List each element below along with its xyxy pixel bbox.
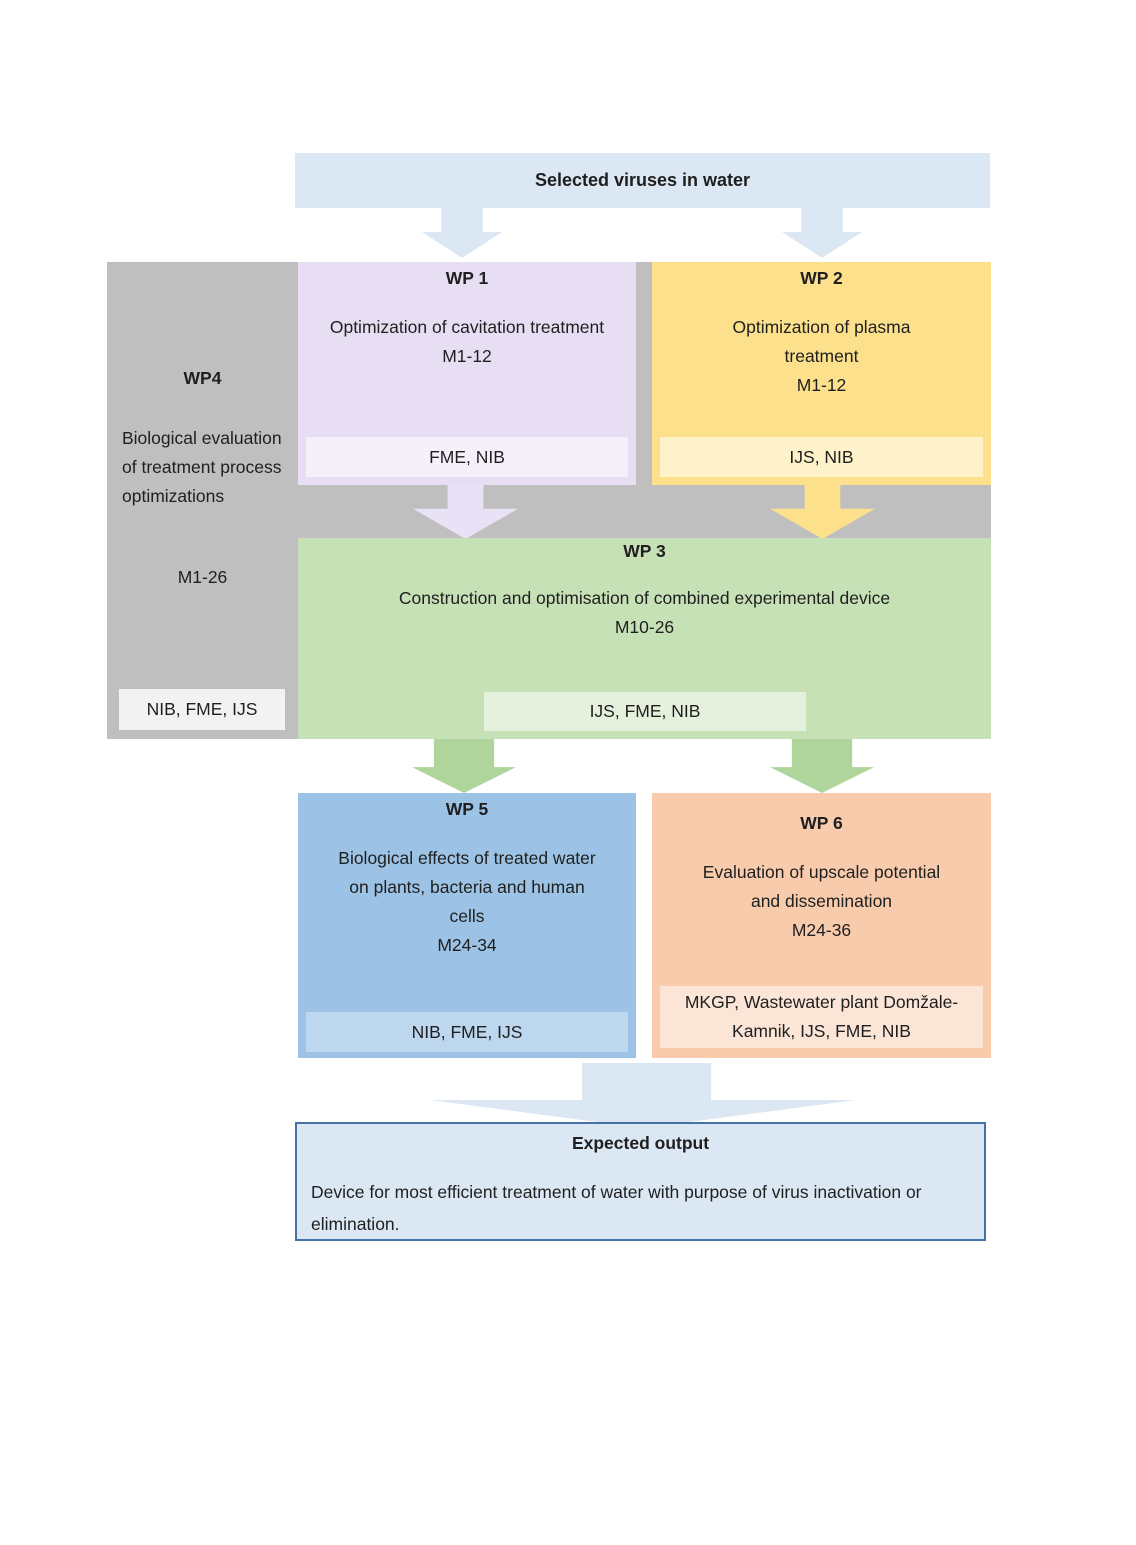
wp3-title: WP 3 bbox=[623, 541, 666, 561]
expected-output-title: Expected output bbox=[571, 1133, 710, 1153]
wp2-title: WP 2 bbox=[800, 268, 843, 288]
wp5-partners-label: NIB, FME, IJS bbox=[306, 1012, 628, 1052]
wp1-title: WP 1 bbox=[445, 268, 489, 288]
wp6-description: Evaluation of upscale potential and diss… bbox=[702, 862, 941, 911]
arrow-down-icon bbox=[782, 208, 862, 258]
wp4-title: WP4 bbox=[183, 368, 222, 388]
wp1-description: Optimization of cavitation treatment bbox=[329, 317, 605, 337]
arrow-down-icon bbox=[770, 739, 874, 793]
wp4-partners-label: NIB, FME, IJS bbox=[119, 689, 285, 730]
wp3-description: Construction and optimisation of combine… bbox=[398, 588, 891, 608]
wp5-title: WP 5 bbox=[445, 799, 489, 819]
arrow-down-icon bbox=[422, 208, 502, 258]
wp5-months: M24-34 bbox=[437, 935, 497, 955]
expected-output-box: Expected output Device for most efficien… bbox=[295, 1122, 986, 1241]
wp6-months: M24-36 bbox=[791, 920, 852, 940]
expected-output-description: Device for most efficient treatment of w… bbox=[311, 1182, 922, 1234]
wp2-partners-label: IJS, NIB bbox=[660, 437, 983, 477]
wp3-partners-label: IJS, FME, NIB bbox=[484, 692, 806, 731]
wp1-months: M1-12 bbox=[442, 346, 492, 366]
banner-selected-viruses: Selected viruses in water bbox=[295, 153, 990, 208]
wp4-months: M1-26 bbox=[177, 567, 228, 587]
wp2-months: M1-12 bbox=[796, 375, 847, 395]
wp3-months: M10-26 bbox=[614, 617, 675, 637]
wp4-description: Biological evaluation of treatment proce… bbox=[122, 428, 282, 506]
banner-label: Selected viruses in water bbox=[534, 170, 751, 190]
arrow-down-icon bbox=[430, 1063, 856, 1128]
wp6-title: WP 6 bbox=[800, 813, 843, 833]
wp2-description: Optimization of plasma treatment bbox=[732, 317, 911, 366]
wp1-partners-label: FME, NIB bbox=[306, 437, 628, 477]
arrow-down-icon bbox=[412, 739, 516, 793]
wp6-partners-label: MKGP, Wastewater plant Domžale-Kamnik, I… bbox=[660, 986, 983, 1048]
wp5-description: Biological effects of treated water on p… bbox=[338, 848, 596, 926]
